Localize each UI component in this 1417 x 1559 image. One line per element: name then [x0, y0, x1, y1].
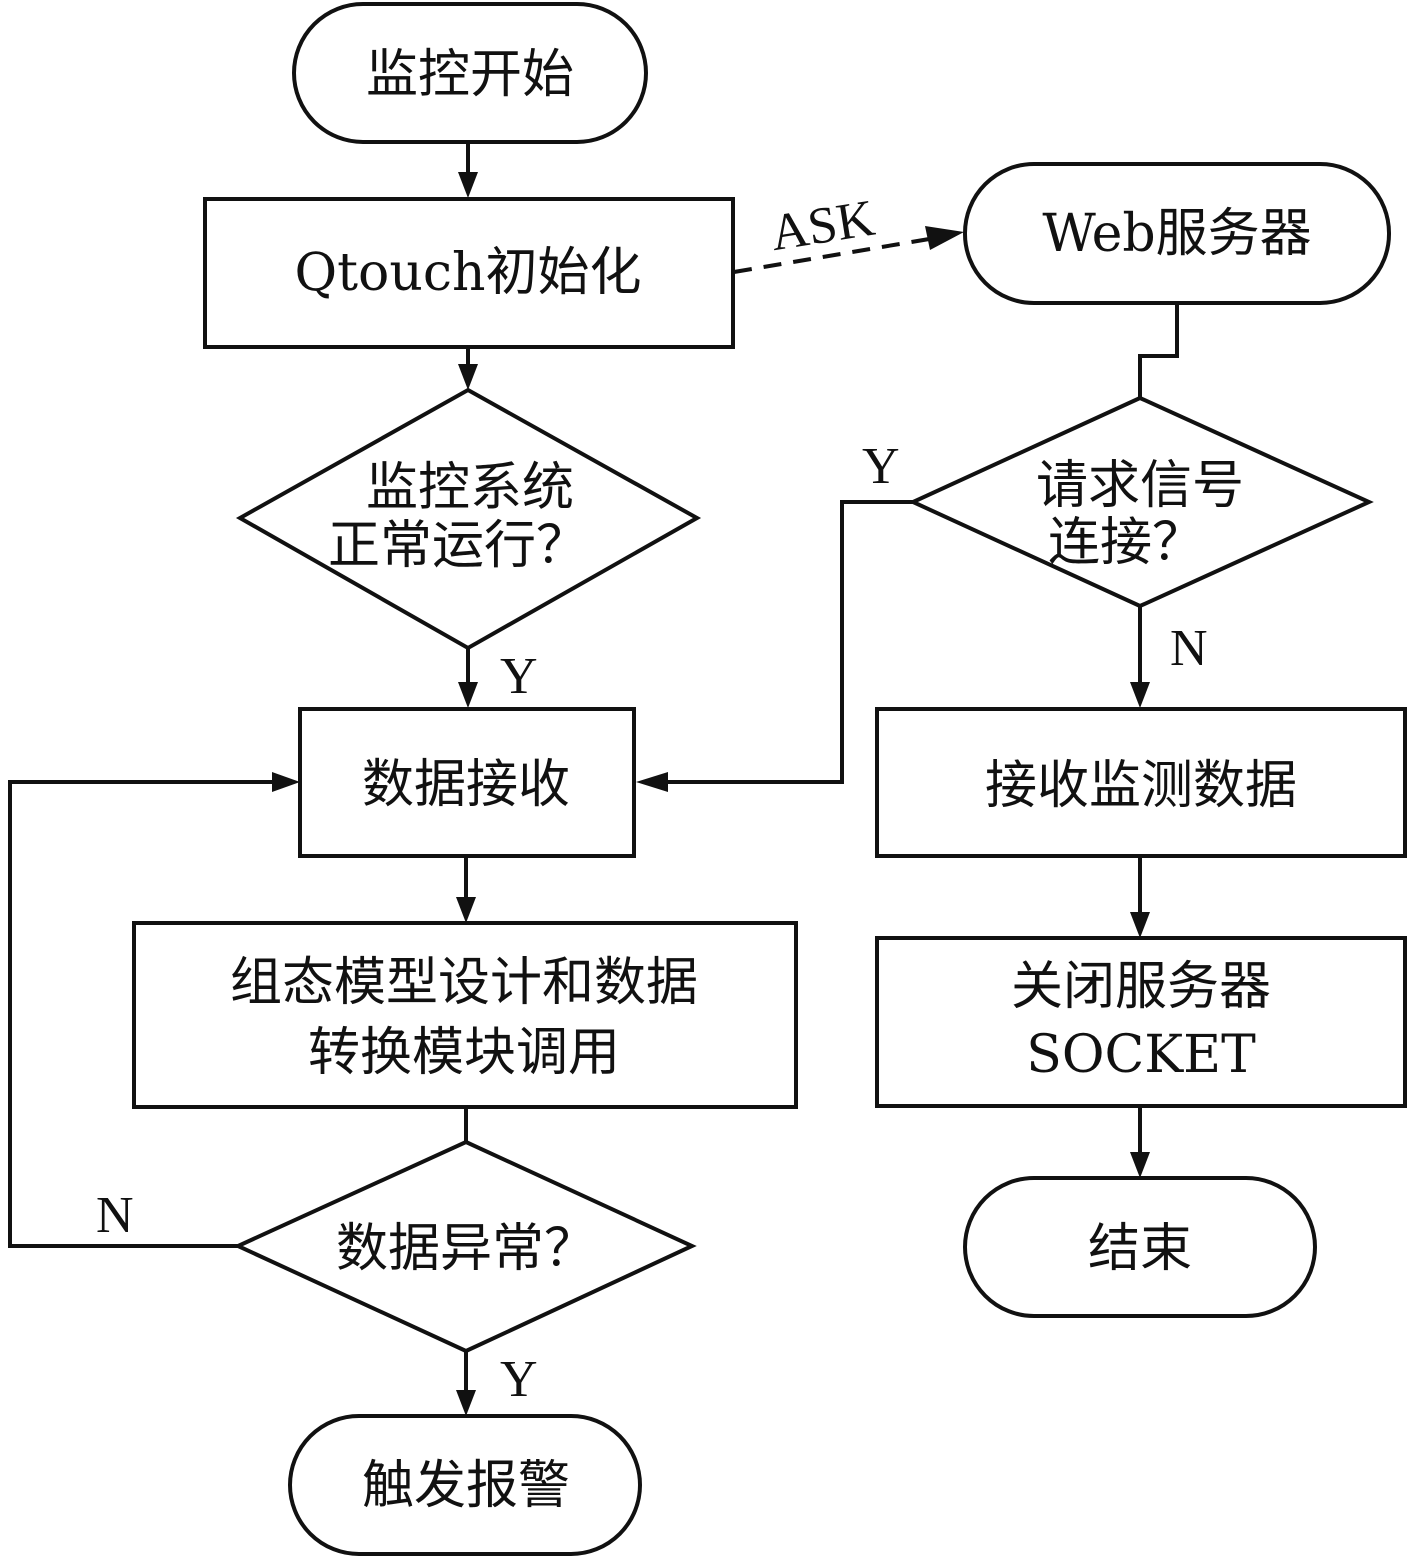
node-end-label: 结束: [1088, 1219, 1192, 1279]
edge-label-request-no: N: [1170, 620, 1208, 677]
edge-label-system-ok-yes: Y: [500, 648, 538, 705]
node-start: 监控开始: [292, 2, 648, 144]
edge-label-abnormal-yes: Y: [500, 1351, 538, 1408]
edge-label-abnormal-no: N: [96, 1187, 134, 1244]
node-qtouch-init: Qtouch初始化: [203, 197, 735, 349]
edge-web-to-request: [1138, 303, 1179, 398]
close-server-line-1: 关闭服务器: [1011, 957, 1271, 1017]
edge-label-request-yes: Y: [862, 438, 900, 495]
request-line-1: 请求信号: [1036, 456, 1244, 516]
node-request-signal-decision: 请求信号 连接？: [908, 395, 1374, 609]
node-receive-monitor-label: 接收监测数据: [985, 756, 1297, 816]
node-trigger-alarm-label: 触发报警: [362, 1456, 570, 1516]
node-qtouch-init-label: Qtouch初始化: [295, 243, 642, 303]
decision-line-2: 正常运行？: [328, 516, 588, 576]
arrowhead-icon: [636, 772, 668, 792]
node-data-abnormal-decision: 数据异常？: [233, 1139, 697, 1354]
edge-ask-dashed: [733, 236, 936, 274]
model-design-line-2: 转换模块调用: [308, 1023, 620, 1083]
node-data-receive-label: 数据接收: [362, 755, 570, 815]
edge-abnormal-no-loop: [8, 780, 280, 1248]
node-data-receive: 数据接收: [298, 707, 636, 858]
arrowhead-icon: [456, 1390, 476, 1416]
request-line-2: 连接？: [1048, 513, 1204, 573]
node-start-label: 监控开始: [366, 45, 574, 105]
node-receive-monitor: 接收监测数据: [875, 707, 1407, 858]
model-design-line-1: 组态模型设计和数据: [230, 953, 698, 1013]
node-web-server-label: Web服务器: [1042, 204, 1311, 264]
arrowhead-icon: [272, 772, 300, 792]
close-server-line-2: SOCKET: [1026, 1025, 1256, 1085]
arrowhead-icon: [1130, 912, 1150, 938]
node-data-abnormal-label: 数据异常？: [336, 1219, 596, 1279]
node-close-server: 关闭服务器 SOCKET: [875, 936, 1407, 1108]
arrowhead-icon: [1130, 1152, 1150, 1178]
arrowhead-icon: [458, 682, 478, 708]
node-trigger-alarm: 触发报警: [288, 1414, 642, 1556]
arrowhead-icon: [458, 364, 478, 390]
node-end: 结束: [963, 1176, 1317, 1318]
node-web-server: Web服务器: [963, 162, 1391, 305]
edge-request-yes: [660, 500, 913, 784]
arrowhead-icon: [456, 897, 476, 923]
arrowhead-icon: [458, 172, 478, 198]
arrowhead-icon: [925, 226, 964, 250]
node-model-design: 组态模型设计和数据 转换模块调用: [132, 921, 798, 1109]
arrowhead-icon: [1130, 682, 1150, 708]
decision-line-1: 监控系统: [366, 458, 574, 518]
node-system-ok-decision: 监控系统 正常运行？: [235, 387, 702, 651]
